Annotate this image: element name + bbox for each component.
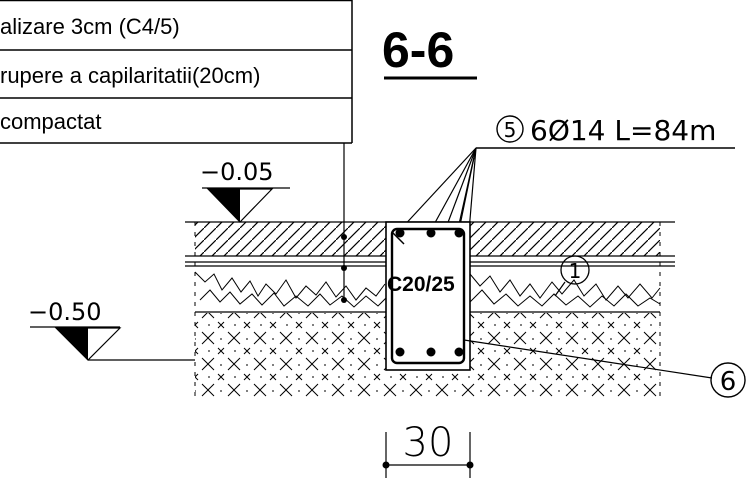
beam-section: C20/25 <box>385 221 471 371</box>
rebar-bar <box>454 347 464 357</box>
elevation-top-label: −0.05 <box>200 158 274 186</box>
layer-marker-number: 1 <box>569 259 582 283</box>
stirrup-marker-circle <box>710 362 746 398</box>
legend-row-1: alizare 3cm (C4/5) <box>0 14 180 39</box>
compacted-soil-layer <box>195 313 386 398</box>
width-dimension: 30 <box>382 420 474 478</box>
elevation-top: −0.05 <box>200 158 290 223</box>
stirrup-callout: 6 <box>463 339 746 398</box>
layer-legend: alizare 3cm (C4/5) rupere a capilaritati… <box>0 0 353 144</box>
rebar-bar <box>426 347 436 357</box>
rebar-bar <box>426 228 436 238</box>
rebar-bar <box>395 228 405 238</box>
legend-row-3: compactat <box>0 109 102 134</box>
rebar-callout-text: 6Ø14 L=84m <box>530 114 716 147</box>
rebar-bar <box>454 228 464 238</box>
stirrup <box>390 227 466 365</box>
layer-marker: 1 <box>554 255 590 297</box>
rebar-marker-number: 5 <box>504 118 517 142</box>
rebar-bar <box>395 347 405 357</box>
rebar-marker-circle <box>496 115 524 143</box>
stirrup-marker-number: 6 <box>720 367 737 397</box>
elevation-bottom-label: −0.50 <box>28 298 102 326</box>
beam-width-label: 30 <box>403 420 454 466</box>
elevation-bottom: −0.50 <box>28 298 195 361</box>
section-title: 6-6 <box>382 22 454 78</box>
legend-row-2: rupere a capilaritatii(20cm) <box>0 63 260 88</box>
gravel-layer <box>194 271 661 308</box>
concrete-class-label: C20/25 <box>387 273 455 296</box>
